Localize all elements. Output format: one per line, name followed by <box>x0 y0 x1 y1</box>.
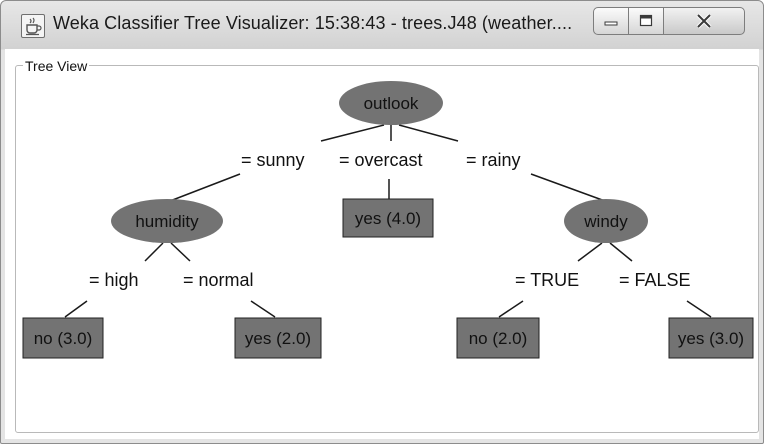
svg-text:windy: windy <box>583 212 628 231</box>
leaf-true-no[interactable]: no (2.0) <box>456 317 540 359</box>
edge-label-overcast: = overcast <box>339 150 423 170</box>
minimize-button[interactable] <box>593 7 629 35</box>
window-controls <box>593 7 757 35</box>
svg-text:yes (3.0): yes (3.0) <box>678 329 744 348</box>
svg-text:yes (2.0): yes (2.0) <box>245 329 311 348</box>
title-bar[interactable]: Weka Classifier Tree Visualizer: 15:38:4… <box>1 1 763 49</box>
window-title: Weka Classifier Tree Visualizer: 15:38:4… <box>53 13 573 33</box>
edge-label-rainy: = rainy <box>466 150 521 170</box>
leaf-false-yes[interactable]: yes (3.0) <box>668 317 754 359</box>
leaf-normal-yes[interactable]: yes (2.0) <box>234 317 322 359</box>
tree-view-panel <box>15 65 759 433</box>
leaf-high-no[interactable]: no (3.0) <box>22 317 104 359</box>
svg-text:humidity: humidity <box>135 212 199 231</box>
node-humidity[interactable]: humidity <box>111 199 223 243</box>
edge-label-normal: = normal <box>183 270 254 290</box>
java-cup-icon <box>21 14 45 38</box>
edge-label-false: = FALSE <box>619 270 691 290</box>
maximize-icon <box>639 14 653 27</box>
node-windy[interactable]: windy <box>564 199 648 243</box>
svg-text:no (2.0): no (2.0) <box>469 329 528 348</box>
tree-edges <box>64 124 712 318</box>
leaf-overcast-yes[interactable]: yes (4.0) <box>342 198 434 238</box>
minimize-icon <box>604 21 618 26</box>
close-button[interactable] <box>663 7 745 35</box>
svg-text:outlook: outlook <box>364 94 419 113</box>
content-area: Tree View outlook <box>5 49 759 439</box>
tree-view-legend: Tree View <box>23 58 90 74</box>
maximize-button[interactable] <box>628 7 664 35</box>
edge-label-high: = high <box>89 270 139 290</box>
svg-text:no (3.0): no (3.0) <box>34 329 93 348</box>
svg-text:yes (4.0): yes (4.0) <box>355 209 421 228</box>
edge-labels: = sunny = overcast = rainy = high = norm… <box>89 150 691 290</box>
tree-canvas[interactable]: outlook humidity windy yes (4.0) no (3.0… <box>5 49 759 439</box>
node-outlook[interactable]: outlook <box>339 81 443 125</box>
edge-label-sunny: = sunny <box>241 150 305 170</box>
close-icon <box>696 13 712 29</box>
edge-label-true: = TRUE <box>515 270 579 290</box>
